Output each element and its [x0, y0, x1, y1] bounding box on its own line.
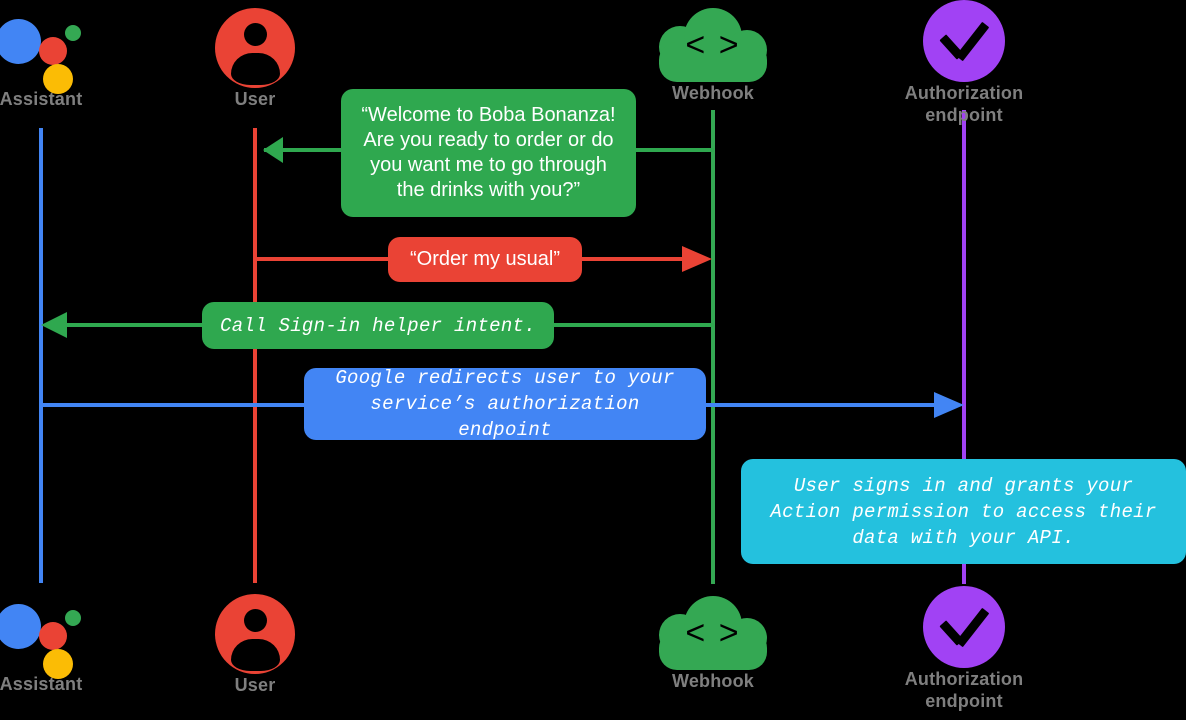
code-brackets-glyph: < >: [685, 614, 741, 652]
arrow-head-welcome: [263, 137, 283, 163]
user-head: [244, 609, 267, 632]
actor-authorization-bottom: Authorization endpoint: [869, 586, 1059, 712]
note-bubble-user-grants-permission[interactable]: User signs in and grants your Action per…: [741, 459, 1186, 564]
actor-authorization-top: Authorization endpoint: [869, 0, 1059, 126]
assistant-dot-red: [39, 37, 67, 65]
actor-assistant-bottom: Assistant: [0, 595, 136, 695]
google-assistant-icon: [0, 595, 87, 679]
actor-label-authorization: Authorization endpoint: [904, 669, 1024, 711]
actor-label-assistant: Assistant: [0, 89, 83, 109]
purple-check-circle-icon: [923, 0, 1005, 82]
user-head: [244, 23, 267, 46]
cloud-base: [659, 630, 767, 670]
checkmark-icon: [940, 604, 988, 650]
cloud-base: [659, 42, 767, 82]
actor-label-user: User: [234, 675, 276, 695]
cloud-code-icon: < >: [657, 596, 769, 670]
cloud-code-icon: < >: [657, 8, 769, 82]
assistant-dot-yellow: [43, 649, 73, 679]
message-bubble-order[interactable]: “Order my usual”: [388, 237, 582, 282]
assistant-dot-blue: [0, 604, 41, 649]
user-body: [231, 53, 280, 85]
assistant-dot-green: [65, 25, 81, 41]
actor-user-top: User: [160, 8, 350, 110]
arrow-head-signin: [41, 312, 67, 338]
actor-label-user: User: [234, 89, 276, 109]
lifeline-user: [253, 128, 257, 583]
cloud-shape: [657, 596, 769, 670]
lifeline-authorization: [962, 110, 966, 584]
user-avatar-icon: [215, 8, 295, 88]
actor-label-webhook: Webhook: [671, 83, 755, 103]
assistant-dot-red: [39, 622, 67, 650]
google-assistant-icon: [0, 10, 87, 94]
lifeline-webhook: [711, 110, 715, 584]
cloud-shape: [657, 8, 769, 82]
actor-label-webhook: Webhook: [671, 671, 755, 691]
user-avatar-icon: [215, 594, 295, 674]
user-body: [231, 639, 280, 671]
checkmark-icon: [940, 18, 988, 64]
assistant-dot-green: [65, 610, 81, 626]
assistant-dot-blue: [0, 19, 41, 64]
actor-label-assistant: Assistant: [0, 674, 83, 694]
assistant-dot-yellow: [43, 64, 73, 94]
code-brackets-glyph: < >: [685, 26, 741, 64]
message-bubble-welcome[interactable]: “Welcome to Boba Bonanza! Are you ready …: [341, 89, 636, 217]
actor-user-bottom: User: [160, 594, 350, 696]
actor-label-authorization: Authorization endpoint: [904, 83, 1024, 125]
actor-assistant-top: Assistant: [0, 10, 136, 110]
lifeline-assistant: [39, 128, 43, 583]
arrow-head-redirect: [934, 392, 964, 418]
purple-check-circle-icon: [923, 586, 1005, 668]
message-bubble-signin[interactable]: Call Sign-in helper intent.: [202, 302, 554, 349]
arrow-head-order: [682, 246, 712, 272]
actor-webhook-top: < > Webhook: [618, 8, 808, 104]
actor-webhook-bottom: < > Webhook: [618, 596, 808, 692]
message-bubble-redirect[interactable]: Google redirects user to your service’s …: [304, 367, 706, 441]
